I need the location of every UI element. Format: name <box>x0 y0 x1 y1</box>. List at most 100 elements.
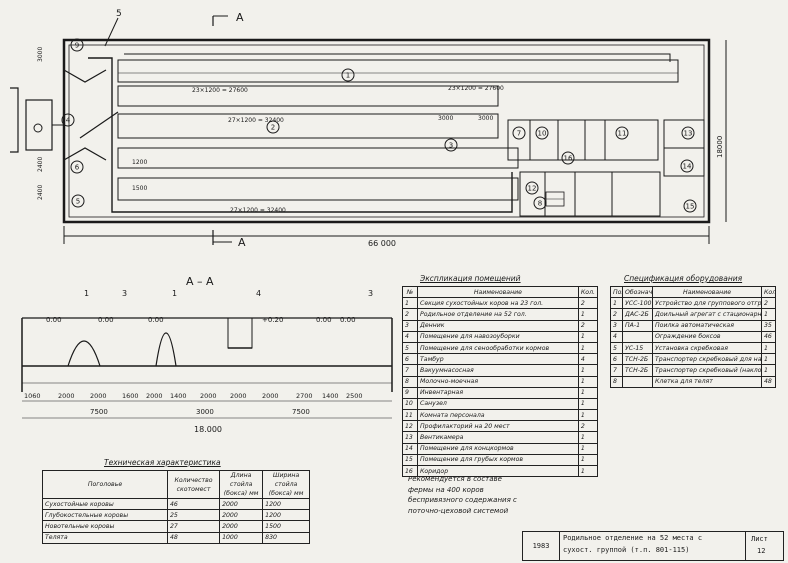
dim-left-mid: 2400 <box>37 157 44 172</box>
equipment-cell: 5 <box>610 341 623 355</box>
tech-cell: 830 <box>262 531 310 544</box>
section-mark-bottom: А <box>238 236 246 249</box>
rooms-cell: 15 <box>402 453 418 467</box>
equipment-table: Поз. Обознач. Наименование Кол. 1УСС-100… <box>610 285 776 388</box>
equipment-cell: Ограждение боксов <box>652 330 762 343</box>
equipment-cell: 1 <box>761 341 776 355</box>
equipment-cell: 48 <box>761 375 776 388</box>
section-dim-1: 1400 <box>170 392 187 400</box>
equipment-cell <box>622 375 653 388</box>
rooms-cell: 3 <box>402 319 418 332</box>
dim-left-low: 2400 <box>37 185 44 200</box>
total-length: 66 000 <box>368 239 396 248</box>
rooms-cell: 1 <box>577 341 599 355</box>
section-dim-2: 7500 <box>292 408 310 416</box>
section-drawing <box>21 317 393 419</box>
tech-cell: Телята <box>42 531 168 544</box>
section-dim-1: 2000 <box>230 392 247 400</box>
room-tag-circle <box>341 68 355 82</box>
dim-row2: 27×1200 = 32400 <box>228 117 284 124</box>
stamp-sheet-label: Лист <box>751 535 768 543</box>
dim-small-1: 1200 <box>132 159 147 166</box>
equipment-cell: ТСН-2Б <box>622 364 653 377</box>
equipment-cell: УСС-100 <box>622 297 653 310</box>
corner-chamfer-6 <box>63 147 107 161</box>
rooms-cell: 12 <box>402 420 418 433</box>
rooms-cell: 14 <box>402 442 418 455</box>
section-dim-1: 2000 <box>200 392 217 400</box>
rooms-cell: 1 <box>577 464 599 478</box>
room-tag-circle <box>561 151 575 165</box>
rooms-header-1: Наименование <box>417 285 579 299</box>
equipment-cell: 3 <box>610 319 623 332</box>
dim-small-4: 3000 <box>478 115 493 122</box>
room-tag-14: 14 <box>683 163 692 171</box>
equipment-cell: 1 <box>610 297 623 310</box>
dim-small-3: 3000 <box>438 115 453 122</box>
rooms-cell: 1 <box>577 453 599 467</box>
room-tag-11: 11 <box>618 130 627 138</box>
equipment-cell: 1 <box>761 308 776 321</box>
room-tag-circle <box>533 196 547 210</box>
room-tag-12: 12 <box>528 185 537 193</box>
tech-cell: Глубокостельные коровы <box>42 509 168 522</box>
inner-wall-line <box>68 44 705 218</box>
section-level-label: +0.20 <box>262 316 283 324</box>
room-tag-circle <box>680 159 694 173</box>
section-dim-1: 1600 <box>122 392 139 400</box>
room-tag-circle <box>266 120 280 134</box>
section-title: А – А <box>186 275 214 288</box>
tech-cell: 1200 <box>262 497 310 511</box>
tech-cell: 1500 <box>262 520 310 533</box>
tech-header-0: Поголовье <box>42 470 168 499</box>
section-dim-1: 1060 <box>24 392 41 400</box>
rooms-cell: Тамбур <box>417 353 579 366</box>
section-level-label: 0.00 <box>98 316 114 324</box>
rooms-cell: 1 <box>577 330 599 343</box>
service-block <box>507 119 705 217</box>
rooms-cell: Инвентарная <box>417 386 579 399</box>
room-tag-15: 15 <box>686 203 695 211</box>
tech-cell: Сухостойные коровы <box>42 497 168 511</box>
pointer-5-line <box>104 17 119 47</box>
rooms-cell: Помещение для навозоуборки <box>417 330 579 343</box>
rooms-table-title: Экспликация помещений <box>420 274 521 283</box>
equipment-header-1: Обознач. <box>622 285 653 299</box>
manure-channel <box>88 57 513 213</box>
section-level-label: 0.00 <box>340 316 356 324</box>
room-tag-2: 2 <box>271 124 275 132</box>
room-tag-7: 7 <box>517 130 521 138</box>
room-tag-6: 6 <box>75 164 80 172</box>
equipment-cell: 4 <box>610 330 623 343</box>
stall-row-3 <box>117 113 499 139</box>
section-level-label: 0.00 <box>148 316 164 324</box>
room-tag-5: 5 <box>76 198 80 206</box>
rooms-cell: 2 <box>577 319 599 332</box>
building-outline <box>62 38 711 224</box>
equipment-cell: 2 <box>610 308 623 321</box>
tech-table-title: Техническая характеристика <box>104 458 221 467</box>
rooms-cell: 9 <box>402 386 418 399</box>
section-dim-1: 2000 <box>262 392 279 400</box>
stall-row-1 <box>117 59 679 83</box>
rooms-cell: Родильное отделение на 52 гол. <box>417 308 579 321</box>
rooms-cell: Вакуумнасосная <box>417 364 579 377</box>
rooms-cell: 6 <box>402 353 418 366</box>
equipment-header-3: Кол. <box>761 285 776 299</box>
annex-equipment-icon <box>33 123 43 133</box>
section-callout: 4 <box>256 289 261 298</box>
rooms-cell: 13 <box>402 431 418 444</box>
equipment-cell: 46 <box>761 330 776 343</box>
